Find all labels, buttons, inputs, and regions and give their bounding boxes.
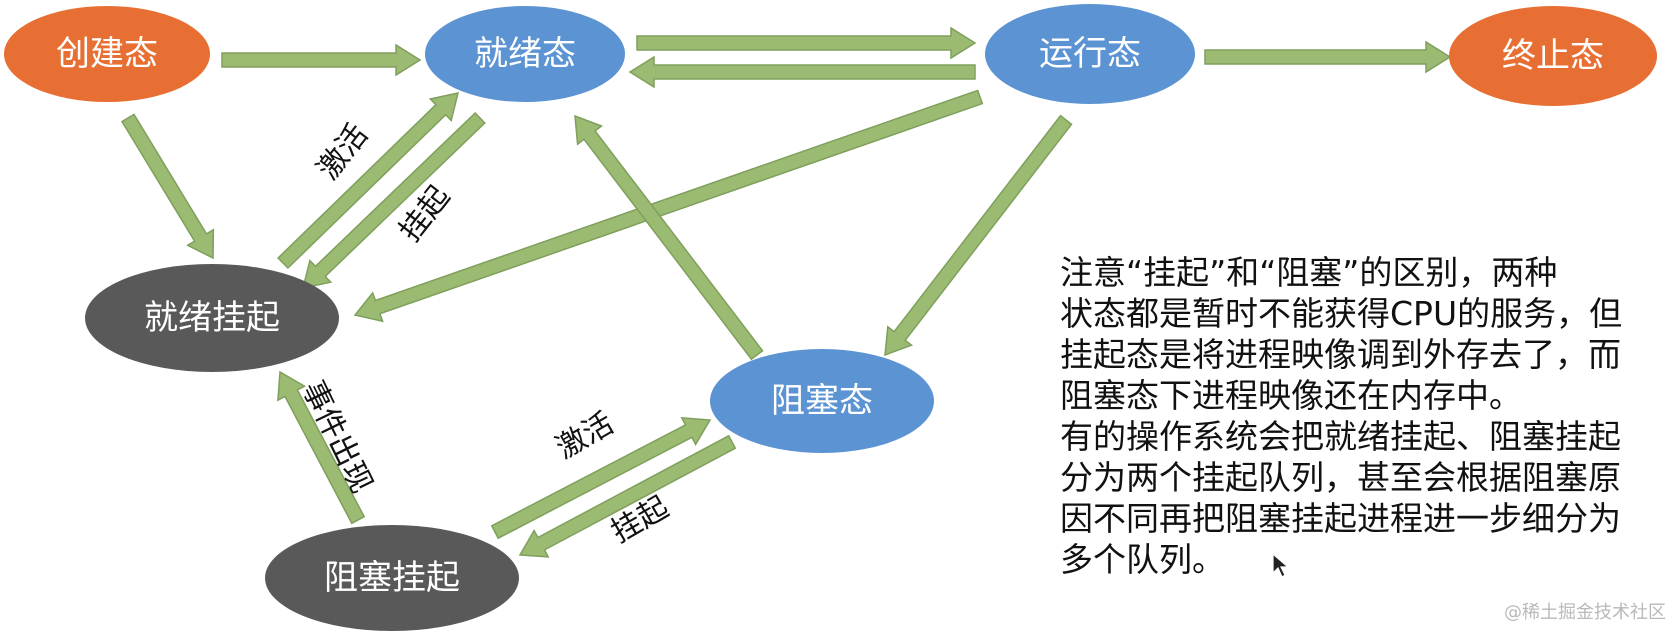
arrow-blocked-suspended-to-ready-suspended bbox=[277, 370, 366, 525]
arrow-blocked-suspended-to-blocked bbox=[490, 416, 712, 540]
node-running-label: 运行态 bbox=[1039, 34, 1141, 74]
arrow-blocked-to-blocked-suspended bbox=[518, 434, 737, 558]
node-create-label: 创建态 bbox=[56, 34, 158, 74]
arrow-create-to-ready bbox=[221, 43, 422, 77]
arrow-running-to-terminated bbox=[1204, 40, 1452, 74]
node-blocked-suspended: 阻塞挂起 bbox=[265, 525, 519, 631]
node-ready-suspended: 就绪挂起 bbox=[85, 264, 339, 372]
transition-arrows bbox=[120, 26, 1452, 558]
node-ready-suspended-label: 就绪挂起 bbox=[144, 298, 280, 338]
arrow-ready-to-ready-suspended bbox=[301, 111, 486, 289]
node-blocked: 阻塞态 bbox=[710, 349, 934, 453]
arrow-running-to-ready-suspended bbox=[353, 89, 984, 323]
watermark: @稀土掘金技术社区 bbox=[1504, 602, 1666, 623]
arrow-ready-suspended-to-ready bbox=[277, 92, 460, 270]
arrow-create-to-ready-suspended bbox=[120, 113, 215, 260]
note-line: 有的操作系统会把就绪挂起、阻塞挂起 bbox=[1060, 417, 1621, 456]
note-line: 状态都是暂时不能获得CPU的服务，但 bbox=[1060, 294, 1623, 333]
note-line: 分为两个挂起队列，甚至会根据阻塞原 bbox=[1060, 458, 1621, 497]
node-ready: 就绪态 bbox=[425, 6, 625, 102]
arrow-blocked-to-ready bbox=[574, 114, 764, 361]
arrow-running-to-ready bbox=[628, 55, 976, 89]
edge-label-activate-blocked: 激活 bbox=[550, 406, 619, 466]
node-terminated: 终止态 bbox=[1449, 6, 1657, 106]
node-blocked-label: 阻塞态 bbox=[771, 381, 873, 421]
node-create: 创建态 bbox=[4, 6, 210, 102]
node-ready-label: 就绪态 bbox=[474, 34, 576, 74]
note-line: 多个队列。 bbox=[1060, 540, 1225, 579]
note-line: 阻塞态下进程映像还在内存中。 bbox=[1060, 376, 1522, 415]
arrow-running-to-blocked bbox=[884, 114, 1073, 357]
node-blocked-suspended-label: 阻塞挂起 bbox=[324, 558, 460, 598]
note-line: 注意“挂起”和“阻塞”的区别，两种 bbox=[1060, 253, 1558, 292]
node-running: 运行态 bbox=[985, 4, 1195, 104]
arrow-ready-to-running bbox=[636, 26, 977, 60]
node-terminated-label: 终止态 bbox=[1502, 36, 1604, 76]
note-line: 因不同再把阻塞挂起进程进一步细分为 bbox=[1060, 499, 1621, 538]
note-line: 挂起态是将进程映像调到外存去了，而 bbox=[1060, 335, 1621, 374]
explanation-note: 注意“挂起”和“阻塞”的区别，两种 状态都是暂时不能获得CPU的服务，但 挂起态… bbox=[1060, 252, 1676, 580]
mouse-cursor-icon bbox=[1272, 553, 1290, 578]
